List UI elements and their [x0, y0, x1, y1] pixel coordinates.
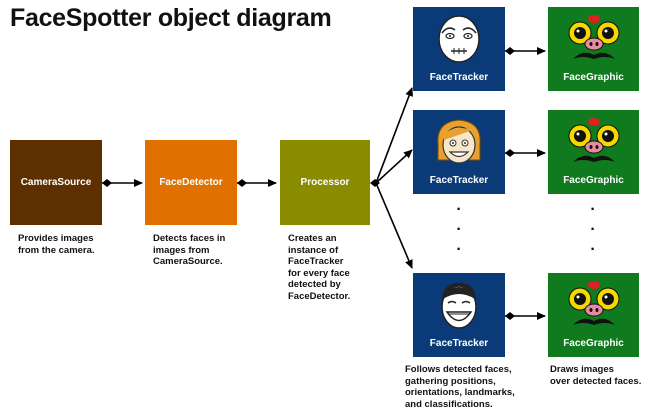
connector-camera-detector	[102, 179, 143, 187]
face-detector-label: FaceDetector	[159, 177, 223, 188]
face-tracker-label-1: FaceTracker	[429, 72, 489, 83]
processor-label: Processor	[300, 177, 350, 188]
face-tracker-box-3: FaceTracker	[413, 273, 505, 357]
pig-mustache-mask-icon	[568, 15, 619, 59]
connector-tracker-graphic-1	[505, 47, 546, 55]
face-tracker-label-3: FaceTracker	[429, 338, 489, 349]
face-detector-box: FaceDetector	[145, 140, 237, 225]
face-graphic-label-1: FaceGraphic	[563, 72, 624, 83]
face-graphic-box-1: FaceGraphic	[548, 7, 639, 91]
graphic-ellipsis: ···	[590, 201, 596, 258]
pig-mustache-mask-icon	[568, 118, 619, 162]
face-tracker-box-2: FaceTracker	[413, 110, 505, 194]
processor-box: Processor	[280, 140, 370, 225]
face-graphic-label-3: FaceGraphic	[563, 338, 624, 349]
face-tracker-caption: Follows detected faces, gathering positi…	[405, 364, 515, 410]
page-title: FaceSpotter object diagram	[10, 4, 332, 32]
face-graphic-label-2: FaceGraphic	[563, 175, 624, 186]
smiling-girl-face-icon	[437, 119, 481, 164]
face-graphic-box-2: FaceGraphic	[548, 110, 639, 194]
pig-mustache-mask-icon	[568, 281, 619, 325]
tracker-ellipsis: ···	[456, 201, 462, 258]
camera-source-label: CameraSource	[20, 177, 92, 188]
connector-detector-processor	[237, 179, 277, 187]
connector-tracker-graphic-2	[505, 149, 546, 157]
camera-source-box: CameraSource	[10, 140, 102, 225]
face-graphic-box-3: FaceGraphic	[548, 273, 639, 357]
face-detector-caption: Detects faces in images from CameraSourc…	[153, 233, 226, 267]
processor-caption: Creates an instance of FaceTracker for e…	[288, 233, 351, 302]
face-tracker-box-1: FaceTracker	[413, 7, 505, 91]
camera-source-caption: Provides images from the camera.	[18, 233, 95, 256]
laughing-face-icon	[441, 283, 477, 329]
rage-face-icon	[438, 15, 480, 63]
face-tracker-label-2: FaceTracker	[429, 175, 489, 186]
face-graphic-caption: Draws images over detected faces.	[550, 364, 642, 387]
connector-processor-trackers	[370, 87, 413, 269]
connector-tracker-graphic-3	[505, 312, 546, 320]
